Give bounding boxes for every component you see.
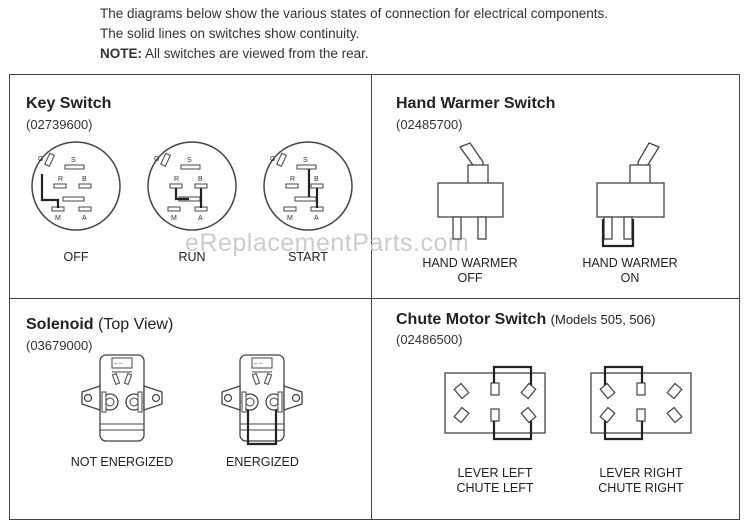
key-switch-state-run: RUN — [178, 250, 206, 264]
hand-warmer-off-line1: HAND WARMER — [422, 256, 518, 270]
svg-text:– –: – – — [254, 361, 263, 367]
chute-motor-state-left: LEVER LEFT CHUTE LEFT — [445, 466, 545, 496]
chute-motor-panel — [371, 298, 740, 520]
chute-motor-state-right: LEVER RIGHT CHUTE RIGHT — [591, 466, 691, 496]
solenoid-energized: – – — [221, 354, 303, 446]
key-switch-state-off: OFF — [63, 250, 89, 264]
chute-motor-left-line2: CHUTE LEFT — [456, 481, 534, 495]
solenoid-title-main: Solenoid — [26, 316, 94, 333]
chute-motor-title-suffix: (Models 505, 506) — [550, 312, 656, 327]
note-text: All switches are viewed from the rear. — [145, 46, 369, 61]
chute-motor-lever-left — [444, 365, 546, 441]
chute-motor-title-main: Chute Motor Switch — [396, 311, 547, 328]
note-label: NOTE: — [100, 46, 142, 61]
key-switch-state-start: START — [288, 250, 328, 264]
solenoid-state-energized: ENERGIZED — [226, 455, 299, 469]
key-switch-off — [31, 141, 121, 231]
hand-warmer-state-on: HAND WARMER ON — [580, 256, 680, 286]
chute-motor-title: Chute Motor Switch (Models 505, 506) — [396, 311, 655, 329]
intro-line-2: The solid lines on switches show continu… — [100, 26, 360, 41]
chute-motor-lever-right — [590, 365, 692, 441]
chute-motor-right-line1: LEVER RIGHT — [599, 466, 683, 480]
hand-warmer-off-line2: OFF — [457, 271, 483, 285]
hand-warmer-on — [596, 142, 665, 248]
hand-warmer-state-off: HAND WARMER OFF — [420, 256, 520, 286]
intro-note: NOTE: All switches are viewed from the r… — [100, 44, 608, 64]
solenoid-part-number: (03679000) — [26, 338, 93, 353]
intro-text: The diagrams below show the various stat… — [100, 4, 608, 64]
hand-warmer-off — [437, 142, 504, 240]
key-switch-start — [263, 141, 353, 231]
solenoid-title-suffix: (Top View) — [98, 316, 174, 333]
hand-warmer-part-number: (02485700) — [396, 117, 463, 132]
chute-motor-part-number: (02486500) — [396, 332, 463, 347]
hand-warmer-panel — [371, 74, 740, 300]
hand-warmer-title: Hand Warmer Switch — [396, 95, 556, 112]
solenoid-panel — [9, 298, 373, 520]
watermark: eReplacementParts.com — [185, 229, 470, 257]
key-switch-run — [147, 141, 237, 231]
svg-text:– –: – – — [114, 361, 123, 367]
solenoid-not-energized: – – — [81, 354, 163, 442]
hand-warmer-on-line2: ON — [620, 271, 640, 285]
solenoid-title: Solenoid (Top View) — [26, 316, 173, 334]
chute-motor-left-line1: LEVER LEFT — [457, 466, 533, 480]
key-switch-part-number: (02739600) — [26, 117, 93, 132]
solenoid-state-not-energized: NOT ENERGIZED — [70, 455, 174, 469]
intro-line-1: The diagrams below show the various stat… — [100, 6, 609, 21]
chute-motor-right-line2: CHUTE RIGHT — [598, 481, 684, 495]
key-switch-title: Key Switch — [26, 95, 112, 112]
hand-warmer-on-line1: HAND WARMER — [582, 256, 678, 270]
